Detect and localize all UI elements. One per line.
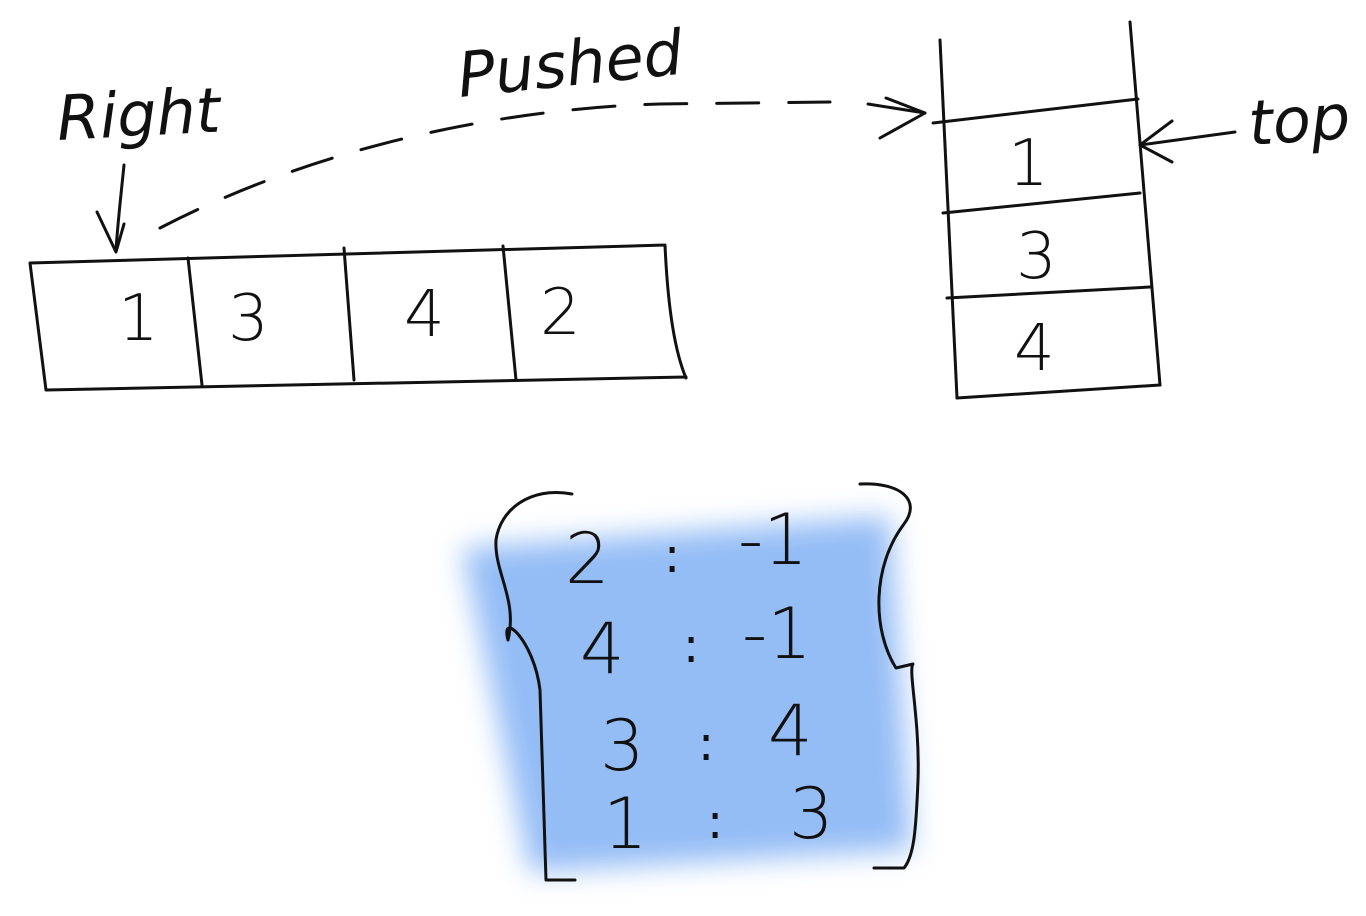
stack-wall-left bbox=[938, 38, 959, 400]
map-key: 1 bbox=[603, 783, 648, 865]
map-separator: : bbox=[683, 618, 699, 674]
array-cell: 1 bbox=[118, 282, 159, 356]
array-cell: 2 bbox=[540, 276, 581, 350]
map-entry: 4 : -1 bbox=[580, 593, 812, 690]
stack-divider bbox=[931, 97, 1140, 125]
array-cell: 3 bbox=[228, 282, 269, 356]
right-label: Right bbox=[55, 73, 225, 155]
top-label: top bbox=[1246, 80, 1352, 160]
right-pointer-arrow bbox=[95, 163, 126, 254]
result-map: 2 : -1 4 : -1 3 : 4 1 : 3 bbox=[462, 482, 920, 882]
map-entry: 2 : -1 bbox=[565, 499, 808, 600]
map-separator: : bbox=[698, 716, 714, 772]
stack-divider bbox=[941, 191, 1142, 215]
map-value: 4 bbox=[768, 690, 813, 772]
map-key: 4 bbox=[580, 608, 625, 690]
array-cell: 4 bbox=[404, 278, 445, 352]
stack-wall-right bbox=[1128, 20, 1162, 387]
map-key: 2 bbox=[565, 518, 610, 600]
stack-cell: 1 bbox=[1008, 127, 1049, 201]
left-brace bbox=[494, 491, 577, 882]
stack-cell: 3 bbox=[1016, 220, 1057, 294]
array-divider bbox=[186, 256, 204, 387]
array: 1 3 4 2 bbox=[28, 243, 688, 392]
array-divider bbox=[501, 244, 518, 382]
top-pointer-arrow bbox=[1138, 119, 1237, 164]
map-highlight bbox=[462, 516, 912, 872]
map-separator: : bbox=[664, 528, 680, 584]
stack-cell: 4 bbox=[1014, 312, 1055, 386]
map-value: 3 bbox=[789, 773, 834, 855]
map-key: 3 bbox=[600, 705, 645, 787]
right-brace bbox=[858, 482, 920, 870]
stack-bottom bbox=[955, 383, 1162, 400]
pushed-label: Pushed bbox=[454, 16, 687, 112]
map-entry: 3 : 4 bbox=[600, 690, 813, 787]
map-value: -1 bbox=[738, 499, 808, 581]
stack-divider bbox=[945, 285, 1152, 300]
map-separator: : bbox=[707, 794, 723, 850]
array-divider bbox=[342, 246, 356, 382]
array-outline bbox=[28, 243, 688, 392]
stack: 1 3 4 bbox=[931, 20, 1162, 400]
pushed-arrow bbox=[158, 96, 927, 230]
map-value: -1 bbox=[742, 593, 812, 675]
map-entry: 1 : 3 bbox=[603, 773, 834, 865]
